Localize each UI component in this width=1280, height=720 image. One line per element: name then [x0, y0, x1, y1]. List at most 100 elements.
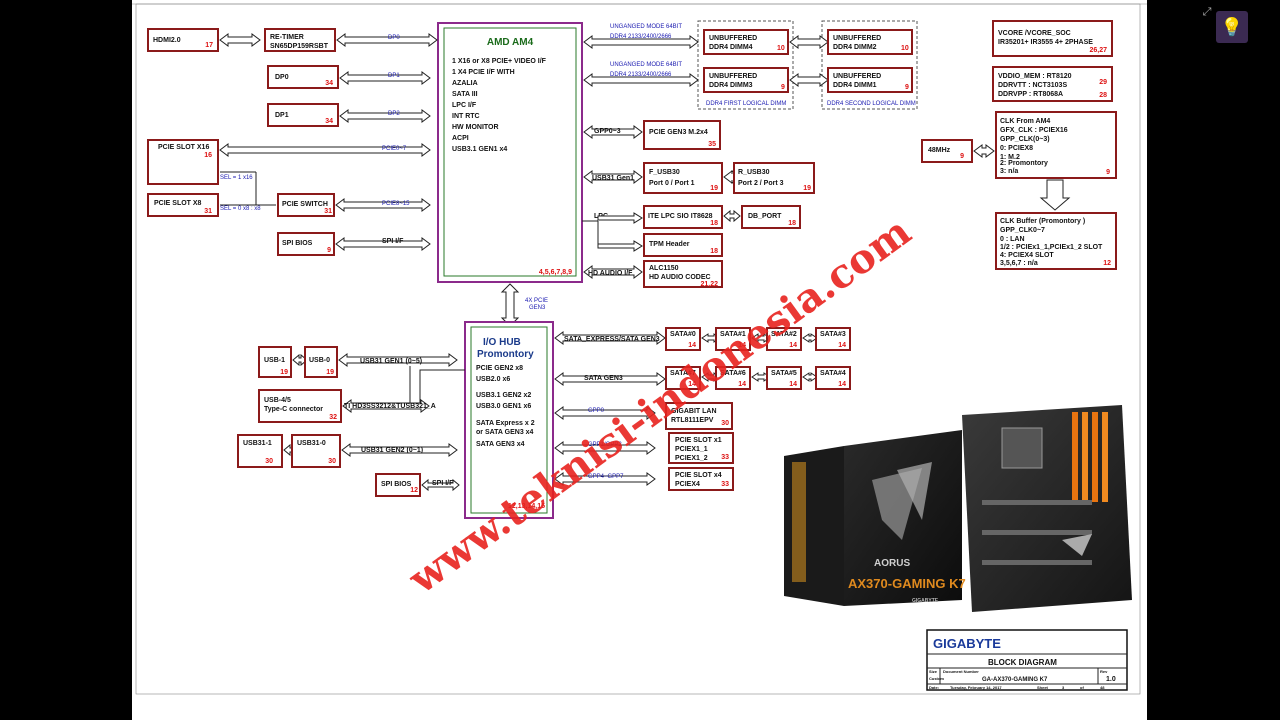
- svg-text:IR35201+ IR3555 4+ 2PHASE: IR35201+ IR3555 4+ 2PHASE: [998, 39, 1093, 46]
- svg-text:19: 19: [280, 369, 288, 376]
- svg-text:28: 28: [1099, 92, 1107, 99]
- svg-text:R_USB30: R_USB30: [738, 169, 770, 176]
- svg-text:UNBUFFERED: UNBUFFERED: [709, 73, 757, 80]
- svg-text:SATA GEN3 x4: SATA GEN3 x4: [476, 441, 525, 448]
- svg-text:SATA#0: SATA#0: [670, 331, 696, 338]
- svg-text:USB3.0 GEN1 x6: USB3.0 GEN1 x6: [476, 403, 531, 410]
- hdmi-box: HDMI2.0 17: [147, 28, 219, 52]
- svg-text:AORUS: AORUS: [874, 558, 910, 569]
- svg-text:USB-1: USB-1: [264, 357, 285, 364]
- svg-text:SPI BIOS: SPI BIOS: [381, 481, 412, 488]
- svg-text:19: 19: [710, 185, 718, 192]
- svg-text:UNGANGED MODE 64BIT: UNGANGED MODE 64BIT: [610, 24, 682, 30]
- svg-text:14: 14: [838, 381, 846, 388]
- svg-text:18: 18: [788, 220, 796, 227]
- svg-text:GIGABIT LAN: GIGABIT LAN: [671, 408, 717, 415]
- svg-text:DDR4 DIMM2: DDR4 DIMM2: [833, 44, 877, 51]
- clock-buffer-box: CLK Buffer (Promontory ) GPP_CLK0~7 0 : …: [995, 212, 1117, 270]
- svg-text:SPI BIOS: SPI BIOS: [282, 240, 313, 247]
- svg-text:AX370-GAMING K7: AX370-GAMING K7: [848, 576, 966, 591]
- svg-text:18: 18: [710, 220, 718, 227]
- svg-text:9: 9: [960, 153, 964, 160]
- sata-3-box: SATA#3 14: [815, 327, 851, 351]
- svg-text:9: 9: [1106, 169, 1110, 176]
- svg-text:1 X16 or X8 PCIE+ VIDEO I/F: 1 X16 or X8 PCIE+ VIDEO I/F: [452, 58, 547, 65]
- svg-text:2: Promontory: 2: Promontory: [1000, 160, 1048, 167]
- svg-text:33: 33: [721, 481, 729, 488]
- svg-text:SATA#6: SATA#6: [720, 370, 746, 377]
- sata-1-box: SATA#1 14: [715, 327, 751, 351]
- svg-text:14: 14: [789, 381, 797, 388]
- cpu-clock-box: CLK From AM4 GFX_CLK : PCIEX16 GPP_CLK(0…: [995, 111, 1117, 179]
- svg-text:Port 2 / Port 3: Port 2 / Port 3: [738, 180, 784, 187]
- svg-text:USB-4/5: USB-4/5: [264, 397, 291, 404]
- svg-text:DDR4 2133/2400/2666: DDR4 2133/2400/2666: [610, 72, 672, 78]
- svg-text:INT RTC: INT RTC: [452, 113, 480, 120]
- svg-text:Size: Size: [929, 669, 938, 674]
- svg-text:10: 10: [901, 45, 909, 52]
- pcie-switch-box: PCIE SWITCH 31: [277, 193, 335, 217]
- svg-text:UNBUFFERED: UNBUFFERED: [833, 73, 881, 80]
- svg-text:Type-C connector: Type-C connector: [264, 406, 323, 413]
- svg-text:32: 32: [329, 414, 337, 421]
- usb0-box: USB-0 19: [304, 346, 338, 378]
- sel1-note: SEL = 1 x16: [220, 175, 253, 181]
- schematic-sheet: AMD AM4 1 X16 or X8 PCIE+ VIDEO I/F 1 X4…: [132, 0, 1147, 720]
- svg-text:GPP0~3: GPP0~3: [594, 128, 621, 135]
- sata-0-box: SATA#0 14: [665, 327, 701, 351]
- svg-text:SATA III: SATA III: [452, 91, 478, 98]
- sio-box: ITE LPC SIO IT8628 18: [643, 205, 723, 229]
- svg-text:USB31-0: USB31-0: [297, 440, 326, 447]
- svg-text:SATA#3: SATA#3: [820, 331, 846, 338]
- svg-text:GEN3: GEN3: [529, 305, 546, 311]
- hub-features: PCIE GEN2 x8 USB2.0 x6 USB3.1 GEN2 x2 US…: [476, 365, 535, 448]
- lightbulb-icon[interactable]: 💡: [1216, 11, 1248, 43]
- svg-text:TI HD3SS3212&TUSB321_A: TI HD3SS3212&TUSB321_A: [344, 403, 436, 410]
- cpu-features: 1 X16 or X8 PCIE+ VIDEO I/F 1 X4 PCIE I/…: [452, 58, 547, 153]
- svg-text:GIGABYTE: GIGABYTE: [933, 636, 1001, 651]
- svg-text:AZALIA: AZALIA: [452, 80, 478, 87]
- svg-text:USB-0: USB-0: [309, 357, 330, 364]
- svg-text:LPC I/F: LPC I/F: [452, 102, 477, 109]
- svg-text:ACPI: ACPI: [452, 135, 469, 142]
- expand-icon[interactable]: ⤢: [1202, 5, 1212, 18]
- dimm1-box: UNBUFFERED DDR4 DIMM1 9: [827, 67, 913, 93]
- svg-text:DDR4 2133/2400/2666: DDR4 2133/2400/2666: [610, 34, 672, 40]
- svg-text:CLK Buffer (Promontory ): CLK Buffer (Promontory ): [1000, 218, 1085, 225]
- svg-text:21,22: 21,22: [700, 281, 718, 288]
- svg-text:RE-TIMER: RE-TIMER: [270, 34, 304, 41]
- svg-text:USB3.1 GEN1 x4: USB3.1 GEN1 x4: [452, 146, 507, 153]
- svg-text:SATA#1: SATA#1: [720, 331, 746, 338]
- spi-bios-box: SPI BIOS 9: [277, 232, 335, 256]
- svg-text:26,27: 26,27: [1089, 47, 1107, 54]
- svg-text:PCIE GEN2 x8: PCIE GEN2 x8: [476, 365, 523, 372]
- svg-text:30: 30: [265, 458, 273, 465]
- svg-text:Rev: Rev: [1100, 669, 1108, 674]
- svg-text:1: M.2: 1: M.2: [1000, 154, 1020, 161]
- sata-4-box: SATA#4 14: [815, 366, 851, 390]
- svg-text:12: 12: [410, 487, 418, 494]
- svg-text:RTL8111EPV: RTL8111EPV: [671, 417, 714, 424]
- cpu-hub-link: [500, 283, 520, 327]
- svg-text:31: 31: [204, 208, 212, 215]
- svg-text:DDR4 SECOND LOGICAL DIMM: DDR4 SECOND LOGICAL DIMM: [827, 101, 916, 107]
- svg-text:HD AUDIO I/F: HD AUDIO I/F: [588, 270, 633, 277]
- svg-text:18: 18: [710, 248, 718, 255]
- tpm-box: TPM Header 18: [643, 233, 723, 257]
- svg-text:19: 19: [326, 369, 334, 376]
- svg-text:Tuesday, February 14, 2017: Tuesday, February 14, 2017: [950, 685, 1002, 690]
- svg-text:Promontory: Promontory: [477, 349, 534, 360]
- dimm-group-second: [821, 20, 918, 110]
- dimm3-box: UNBUFFERED DDR4 DIMM3 9: [703, 67, 789, 93]
- dimm-group-first: [697, 20, 794, 110]
- svg-text:BLOCK DIAGRAM: BLOCK DIAGRAM: [988, 658, 1057, 667]
- svg-text:USB31 GEN1 (0~5): USB31 GEN1 (0~5): [360, 358, 422, 365]
- usb1-box: USB-1 19: [258, 346, 292, 378]
- svg-text:3: n/a: 3: n/a: [1000, 168, 1018, 175]
- svg-text:HW MONITOR: HW MONITOR: [452, 124, 499, 131]
- svg-text:of: of: [1080, 685, 1084, 690]
- svg-text:14: 14: [738, 381, 746, 388]
- svg-text:PCIE SLOT x1: PCIE SLOT x1: [675, 437, 722, 444]
- svg-text:17: 17: [205, 42, 213, 49]
- block-diagram: AMD AM4 1 X16 or X8 PCIE+ VIDEO I/F 1 X4…: [132, 3, 1147, 695]
